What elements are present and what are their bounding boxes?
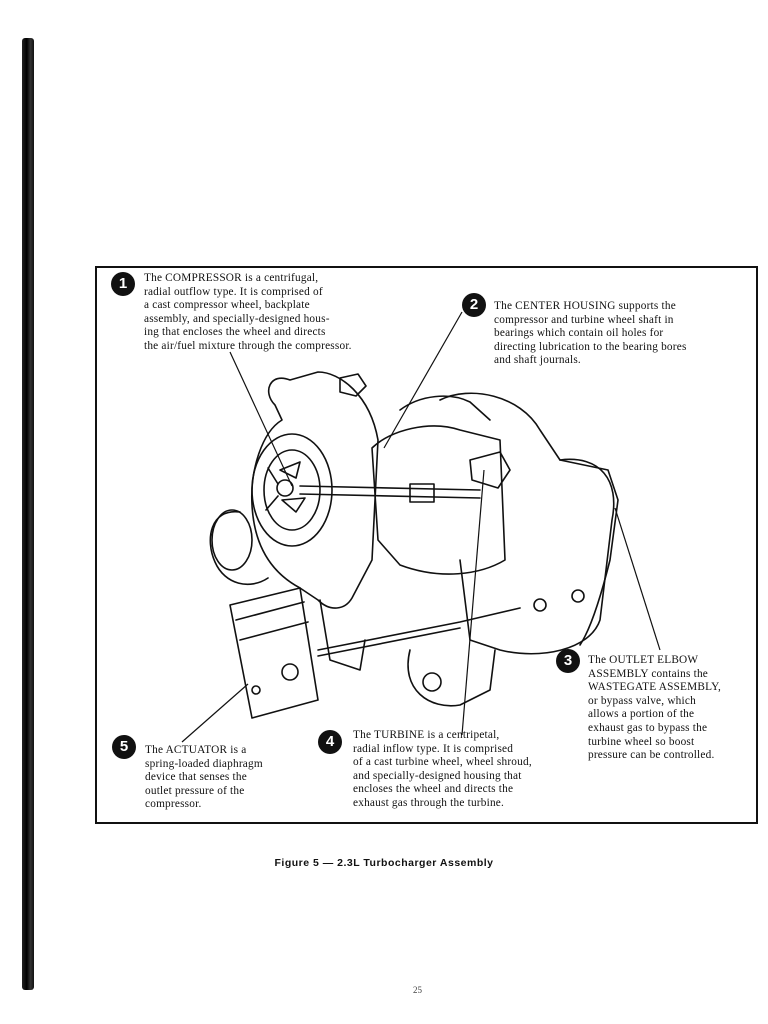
actuator-rod	[317, 607, 521, 651]
callout-number-1: 1	[111, 272, 135, 296]
shaft	[299, 483, 481, 503]
compressor-housing	[251, 371, 379, 609]
leader-line-3	[614, 507, 661, 651]
callout-text-outlet-elbow: The OUTLET ELBOW ASSEMBLY contains the W…	[588, 654, 722, 762]
callout-number-5: 5	[112, 735, 136, 759]
actuator-canister	[229, 587, 319, 719]
callout-number-3: 3	[556, 649, 580, 673]
center-housing	[371, 425, 506, 575]
leader-line-1	[229, 351, 293, 487]
callout-number-4: 4	[318, 730, 342, 754]
turbine-housing	[439, 392, 615, 655]
leader-line-4	[461, 469, 485, 736]
leader-line-5	[181, 683, 249, 743]
page-binding-edge	[22, 38, 34, 990]
figure-frame	[95, 266, 758, 824]
leader-line-2	[383, 311, 463, 449]
callout-text-center-housing: The CENTER HOUSING supports the compress…	[494, 300, 687, 367]
callout-text-actuator: The ACTUATOR is a spring-loaded diaphrag…	[145, 744, 263, 811]
callout-text-turbine: The TURBINE is a centripetal, radial inf…	[353, 729, 532, 809]
compressor-wheel	[265, 461, 306, 513]
page-number: 25	[413, 985, 422, 995]
callout-number-2: 2	[462, 293, 486, 317]
outlet-elbow	[559, 459, 619, 646]
compressor-inlet-opening	[251, 433, 333, 547]
callout-text-compressor: The COMPRESSOR is a centrifugal, radial …	[144, 272, 352, 352]
figure-caption: Figure 5 — 2.3L Turbocharger Assembly	[274, 857, 494, 869]
